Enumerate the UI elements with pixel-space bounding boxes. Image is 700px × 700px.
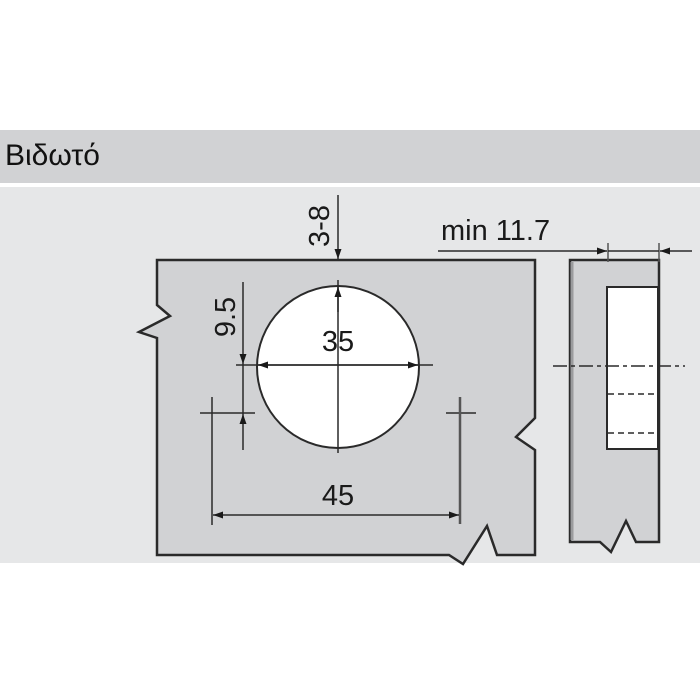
hole-spacing-dimension: 45: [213, 480, 459, 519]
top-offset-dimension: 3-8: [304, 195, 342, 312]
min-thickness-dimension: min 11.7: [438, 215, 692, 262]
edge-offset-dimension: 9.5: [210, 282, 247, 450]
screw-hole-markers: [200, 397, 476, 525]
header-bar: Βιδωτό: [0, 130, 700, 183]
edge-offset-label: 9.5: [210, 297, 242, 337]
hole-spacing-label: 45: [322, 480, 354, 512]
top-offset-label: 3-8: [304, 205, 336, 247]
cup-diameter-label: 35: [322, 326, 354, 358]
min-thickness-label: min 11.7: [441, 215, 550, 247]
door-side-view: [553, 258, 685, 555]
cup-diameter-dimension: 35: [236, 326, 433, 369]
header-title: Βιδωτό: [5, 139, 100, 172]
